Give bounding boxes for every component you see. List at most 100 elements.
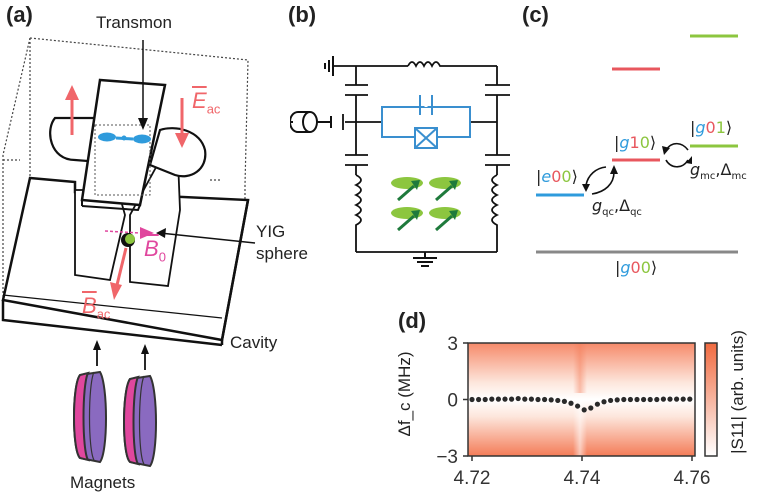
state-g00: |g00⟩ [615,258,657,277]
data-point [509,396,515,402]
colorbar-label-text: |S11| (arb. units) [728,330,747,454]
yig-label-line2: sphere [256,244,308,263]
ket-magnon: 0 [561,167,572,186]
coupling-g-sub: mc [700,171,716,183]
bac-subscript: ac [96,306,111,322]
ket-bar: | [536,167,542,186]
magnet-right [123,374,157,468]
coupling-arrows-qc [585,166,615,195]
data-point [687,396,693,402]
inductor-top [407,61,443,69]
arrowhead [582,184,590,192]
b0-label: B0 [144,236,166,264]
data-point [654,396,660,403]
data-point [528,396,534,402]
ket-bar: | [614,133,620,152]
data-point [627,396,633,403]
data-point [489,396,495,402]
data-point [667,396,673,402]
magnet-up-arrows [93,340,149,370]
ket-cavity: 1 [629,133,640,152]
data-point [495,396,501,402]
magnet-left [73,370,107,464]
detuning-sub: qc [630,207,642,219]
data-point [476,396,482,403]
data-point [515,395,521,402]
transmon-circuit [381,95,471,149]
data-point [568,400,574,406]
data-point [601,399,607,405]
data-point [482,396,488,403]
panel-b-label: (b) [288,2,317,27]
data-point [542,396,548,403]
ket-qubit: e [541,167,552,186]
data-point [535,396,541,403]
coupling-qc-label: gqc,Δqc [592,196,642,219]
ket-magnon: 1 [715,118,726,137]
magnon-spins [391,177,461,232]
panel-a-illustration [1,37,256,468]
y-tick-label: 3 [447,334,458,355]
data-point [634,396,640,403]
magnon-spin [429,207,461,232]
cavity-label: Cavity [230,333,278,352]
arrowhead [662,146,670,155]
x-tick-label: 4.74 [564,468,601,489]
magnon-spin [391,207,423,232]
yig-label-line1: YIG [256,222,286,241]
data-point [594,401,600,407]
data-point [469,396,475,403]
coupling-arrows-mc [665,142,689,168]
coax-port [290,111,332,133]
e-field-label: Eac [192,88,220,116]
state-g01: |g01⟩ [690,118,732,137]
transmon-label: Transmon [96,13,172,32]
coupling-mc-label: gmc,Δmc [690,160,747,183]
anticrossing-light [573,400,587,456]
data-point [575,403,581,409]
ket-bar: | [690,118,696,137]
detuning-delta: Δ [619,196,631,215]
yig-sphere [121,233,135,247]
yig-pointer-arrow [156,228,256,244]
magnon-spin [429,177,461,202]
data-point [502,396,508,402]
e-field-subscript: ac [206,101,221,117]
ground-symbol-bottom [413,252,437,267]
data-points [469,395,693,413]
x-tick-label: 4.76 [674,468,711,489]
cavity-box [1,176,250,347]
b0-arrow [104,227,154,239]
y-axis-label: Δf_c (MHz) [395,349,415,439]
data-point [614,397,620,403]
data-point [674,396,680,402]
data-point [641,396,647,403]
bac-symbol: B [82,293,97,318]
anticrossing-dark [573,343,587,393]
panel-c-label: (c) [522,2,549,27]
coupling-g: g [690,160,701,179]
e-field-symbol: E [192,88,207,113]
b0-subscript: 0 [158,249,166,265]
magnets-label: Magnets [70,473,136,492]
colorbar-label: |S11| (arb. units) [728,322,748,462]
ket-magnon: 0 [639,133,650,152]
data-point [555,397,561,404]
ket-qubit: g [695,118,706,137]
y-axis-label-text: Δf_c (MHz) [395,351,414,437]
data-point [660,396,666,402]
ket-cavity: 0 [630,258,641,277]
ket-close: ⟩ [725,118,733,137]
data-point [621,396,627,403]
x-tick-label: 4.72 [454,468,491,489]
ket-magnon: 0 [640,258,651,277]
data-point [522,396,528,402]
circuit-diagram [290,56,510,267]
ket-qubit: g [620,258,631,277]
panel-a-label: (a) [6,2,33,27]
b0-symbol: B [144,236,159,261]
transmon-pointer-arrow [138,40,148,130]
ket-close: ⟩ [571,167,578,186]
